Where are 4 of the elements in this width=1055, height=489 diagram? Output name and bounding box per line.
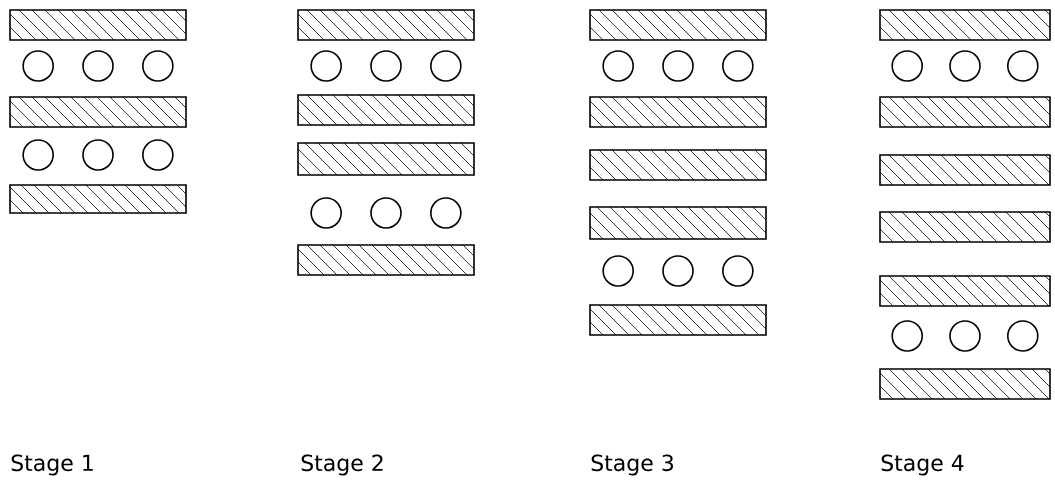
stage-label: Stage 4 [881, 454, 964, 476]
stage-label: Stage 3 [591, 454, 673, 476]
stage-label: Stage 1 [11, 454, 93, 476]
stage-label: Stage 2 [301, 454, 383, 476]
